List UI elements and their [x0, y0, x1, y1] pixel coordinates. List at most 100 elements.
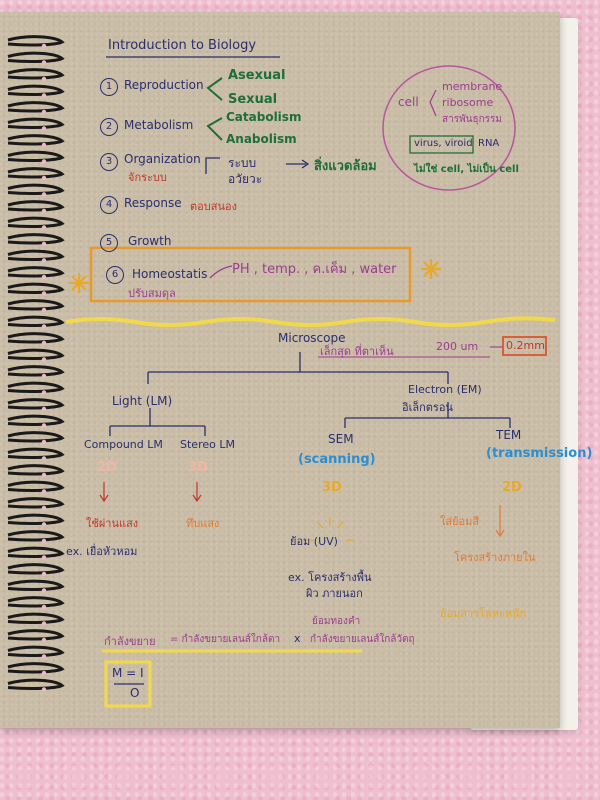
stereo-dim: 3D: [188, 460, 208, 475]
compound-lm: Compound LM: [84, 438, 163, 451]
binding-hole: [41, 439, 47, 445]
anabolism-label: Anabolism: [226, 132, 297, 146]
catabolism-label: Catabolism: [226, 110, 302, 124]
notebook-page: [0, 12, 560, 728]
microscope-note: เล็กสุด ที่ตาเห็น: [320, 345, 394, 358]
binding-hole: [41, 406, 47, 412]
binding-hole: [41, 60, 47, 65]
formula-magnification: กำลังขยาย: [104, 635, 156, 648]
spiral-loop: [7, 480, 65, 493]
spiral-loop: [7, 249, 65, 262]
binding-hole: [41, 208, 47, 214]
item-number: 6: [106, 266, 124, 284]
spiral-loop: [7, 381, 65, 394]
binding-hole: [41, 43, 47, 49]
spiral-loop: [7, 134, 65, 146]
stereo-lm: Stereo LM: [180, 438, 235, 451]
spiral-loop: [7, 398, 65, 410]
binding-hole: [41, 307, 47, 313]
formula-objective: กำลังขยายเลนส์ใกล้วัตถุ: [310, 634, 415, 645]
spiral-loop: [7, 464, 65, 476]
spiral-loop: [7, 35, 65, 47]
spiral-binding: [7, 35, 65, 692]
item-number: 5: [100, 234, 118, 252]
spiral-loop: [7, 662, 65, 674]
tem-transmission: (transmission): [486, 446, 593, 461]
binding-hole: [41, 588, 47, 593]
spiral-loop: [7, 299, 65, 311]
binding-hole: [41, 456, 47, 461]
spiral-loop: [7, 315, 65, 328]
binding-hole: [41, 505, 47, 511]
environment-label: สิ่งแวดล้อม: [314, 159, 377, 174]
formula-m-bottom: O: [130, 686, 140, 700]
tem-note-1: ใส่ย้อมสี: [440, 515, 480, 528]
binding-hole: [41, 274, 47, 280]
formula-times: x: [294, 632, 301, 645]
spiral-loop: [7, 678, 65, 691]
binding-hole: [41, 241, 47, 247]
binding-hole: [41, 192, 47, 197]
spiral-loop: [7, 150, 65, 163]
binding-hole: [41, 291, 47, 296]
binding-hole: [41, 423, 47, 428]
binding-hole: [41, 225, 47, 230]
tem-label: TEM: [496, 428, 522, 442]
item-metabolism: Metabolism: [124, 118, 194, 132]
sexual-label: Sexual: [228, 92, 278, 107]
spiral-loop: [7, 101, 65, 113]
item-number: 4: [100, 196, 118, 214]
compound-dim: 2D: [97, 460, 117, 475]
spiral-loop: [7, 596, 65, 608]
item-homeostasis: Homeostatis: [132, 267, 208, 281]
spiral-loop: [7, 513, 65, 526]
binding-hole: [41, 93, 47, 98]
binding-hole: [41, 489, 47, 494]
cell-ribosome: ribosome: [442, 96, 494, 109]
binding-hole: [41, 159, 47, 164]
virus-label: virus, viroid: [414, 138, 473, 149]
spiral-loop: [7, 84, 65, 97]
cell-membrane: membrane: [442, 80, 503, 93]
item-growth: Growth: [128, 234, 172, 248]
item-number: 3: [100, 153, 118, 171]
item-organization: Organization: [124, 152, 201, 166]
spiral-loop: [7, 530, 65, 542]
spiral-loop: [7, 216, 65, 229]
spiral-loop: [7, 497, 65, 509]
homeostasis-factors: PH , temp. , ค.เค็ม , water: [232, 262, 397, 277]
binding-hole: [41, 637, 47, 643]
binding-hole: [41, 76, 47, 82]
binding-hole: [41, 109, 47, 115]
formula-top-note: ย้อมทองคำ: [312, 616, 361, 627]
spiral-loop: [7, 332, 65, 344]
electron-microscope: Electron (EM): [408, 383, 482, 396]
binding-hole: [41, 340, 47, 346]
item-number: 1: [100, 78, 118, 96]
binding-hole: [41, 126, 47, 131]
spiral-loop: [7, 563, 65, 575]
item-response: Response: [124, 196, 182, 210]
sem-example: ex. โครงสร้างพื้น: [288, 571, 372, 584]
organization-system: ระบบ: [228, 156, 257, 170]
spiral-loop: [7, 167, 65, 179]
cell-genetic-material: สารพันธุกรรม: [442, 114, 503, 125]
sem-dim: 3D: [322, 480, 342, 495]
binding-hole: [41, 373, 47, 379]
binding-hole: [41, 472, 47, 478]
sem-example-2: ผิว ภายนอก: [306, 587, 363, 600]
spiral-loop: [7, 266, 65, 278]
sem-label: SEM: [328, 432, 354, 446]
not-cell-note: ไม่ใช่ cell, ไม่เป็น cell: [414, 164, 519, 175]
spiral-loop: [7, 183, 65, 196]
spiral-loop: [7, 629, 65, 641]
spiral-loop: [7, 348, 65, 361]
binding-hole: [41, 571, 47, 577]
item-homeostasis-sub: ปรับสมดุล: [128, 287, 176, 300]
electron-sub: อิเล็กตรอน: [402, 401, 453, 414]
binding-hole: [41, 538, 47, 544]
spiral-loop: [7, 579, 65, 592]
spiral-loop: [7, 51, 65, 64]
item-number: 2: [100, 118, 118, 136]
binding-hole: [41, 522, 47, 527]
